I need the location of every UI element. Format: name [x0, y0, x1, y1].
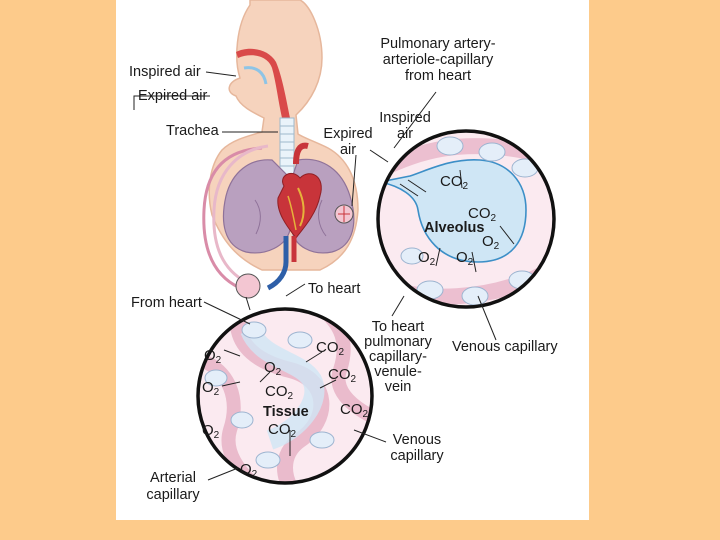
gas-co2-alveolus-1: CO2 — [440, 173, 469, 192]
gas-o2-tissue-2: O2 — [264, 359, 282, 378]
label-inspired-right-line2: air — [396, 126, 414, 142]
alveolus-magnified-view — [376, 129, 556, 309]
label-to-heart-pulmonary-line3: capillary- — [368, 349, 427, 365]
label-from-heart: From heart — [131, 295, 202, 311]
label-arterial-line1: Arterial — [150, 470, 196, 486]
label-expired-air-left: Expired air — [138, 88, 208, 104]
heart — [277, 142, 322, 239]
gas-o2-alveolus-3: O2 — [456, 249, 474, 268]
label-to-heart-pulmonary-line1: To heart — [371, 319, 425, 335]
gas-o2-alveolus-1: O2 — [482, 233, 500, 252]
label-alveolus: Alveolus — [424, 220, 485, 236]
label-to-heart-pulmonary: To heart pulmonary capillary- venule- ve… — [360, 320, 436, 395]
label-pulmonary-artery-line3: from heart — [404, 68, 472, 84]
gas-o2-alveolus-2: O2 — [418, 249, 436, 268]
gas-co2-tissue-1: CO2 — [316, 339, 345, 358]
lungs — [222, 158, 355, 254]
gas-co2-tissue-4: CO2 — [340, 401, 369, 420]
gas-o2-tissue-3: O2 — [202, 379, 220, 398]
label-tissue: Tissue — [263, 404, 309, 420]
trachea-tube — [279, 117, 295, 179]
label-inspired-air-right: Inspired air — [374, 110, 436, 142]
gas-co2-tissue-3: CO2 — [265, 383, 294, 402]
label-to-heart-pulmonary-line5: vein — [384, 379, 412, 395]
label-venous-capillary-lower: Venous capillary — [384, 432, 450, 464]
label-pulmonary-artery-line2: arteriole-capillary — [382, 52, 494, 68]
label-inspired-air-left: Inspired air — [129, 64, 201, 80]
gas-o2-tissue-1: O2 — [204, 347, 222, 366]
gas-co2-alveolus-2: CO2 — [468, 205, 497, 224]
label-arterial-capillary: Arterial capillary — [140, 470, 206, 504]
gas-co2-tissue-2: CO2 — [328, 366, 357, 385]
label-expired-right-line2: air — [339, 142, 357, 158]
label-to-heart-pulmonary-line2: pulmonary — [364, 334, 432, 350]
label-pulmonary-artery: Pulmonary artery- arteriole-capillary fr… — [372, 36, 504, 84]
label-inspired-right-line1: Inspired — [379, 110, 431, 126]
gas-co2-tissue-5: CO2 — [268, 421, 297, 440]
label-venous-lower-line1: Venous — [392, 432, 442, 448]
gas-o2-tissue-5: O2 — [240, 461, 258, 480]
circulation-vessels — [202, 144, 354, 299]
label-venous-lower-line2: capillary — [390, 448, 444, 464]
label-to-heart-pulmonary-line4: venule- — [374, 364, 422, 380]
gas-o2-tissue-4: O2 — [202, 422, 220, 441]
tissue-magnified-view — [196, 307, 374, 485]
label-trachea: Trachea — [166, 123, 219, 139]
label-venous-capillary-upper: Venous capillary — [452, 339, 558, 355]
nasal-airway — [236, 48, 290, 118]
label-arterial-line2: capillary — [146, 487, 200, 503]
label-expired-air-right: Expired air — [320, 126, 376, 158]
label-to-heart: To heart — [308, 281, 361, 297]
label-expired-right-line1: Expired — [323, 126, 373, 142]
leader-lines — [133, 71, 497, 481]
label-pulmonary-artery-line1: Pulmonary artery- — [380, 36, 496, 52]
